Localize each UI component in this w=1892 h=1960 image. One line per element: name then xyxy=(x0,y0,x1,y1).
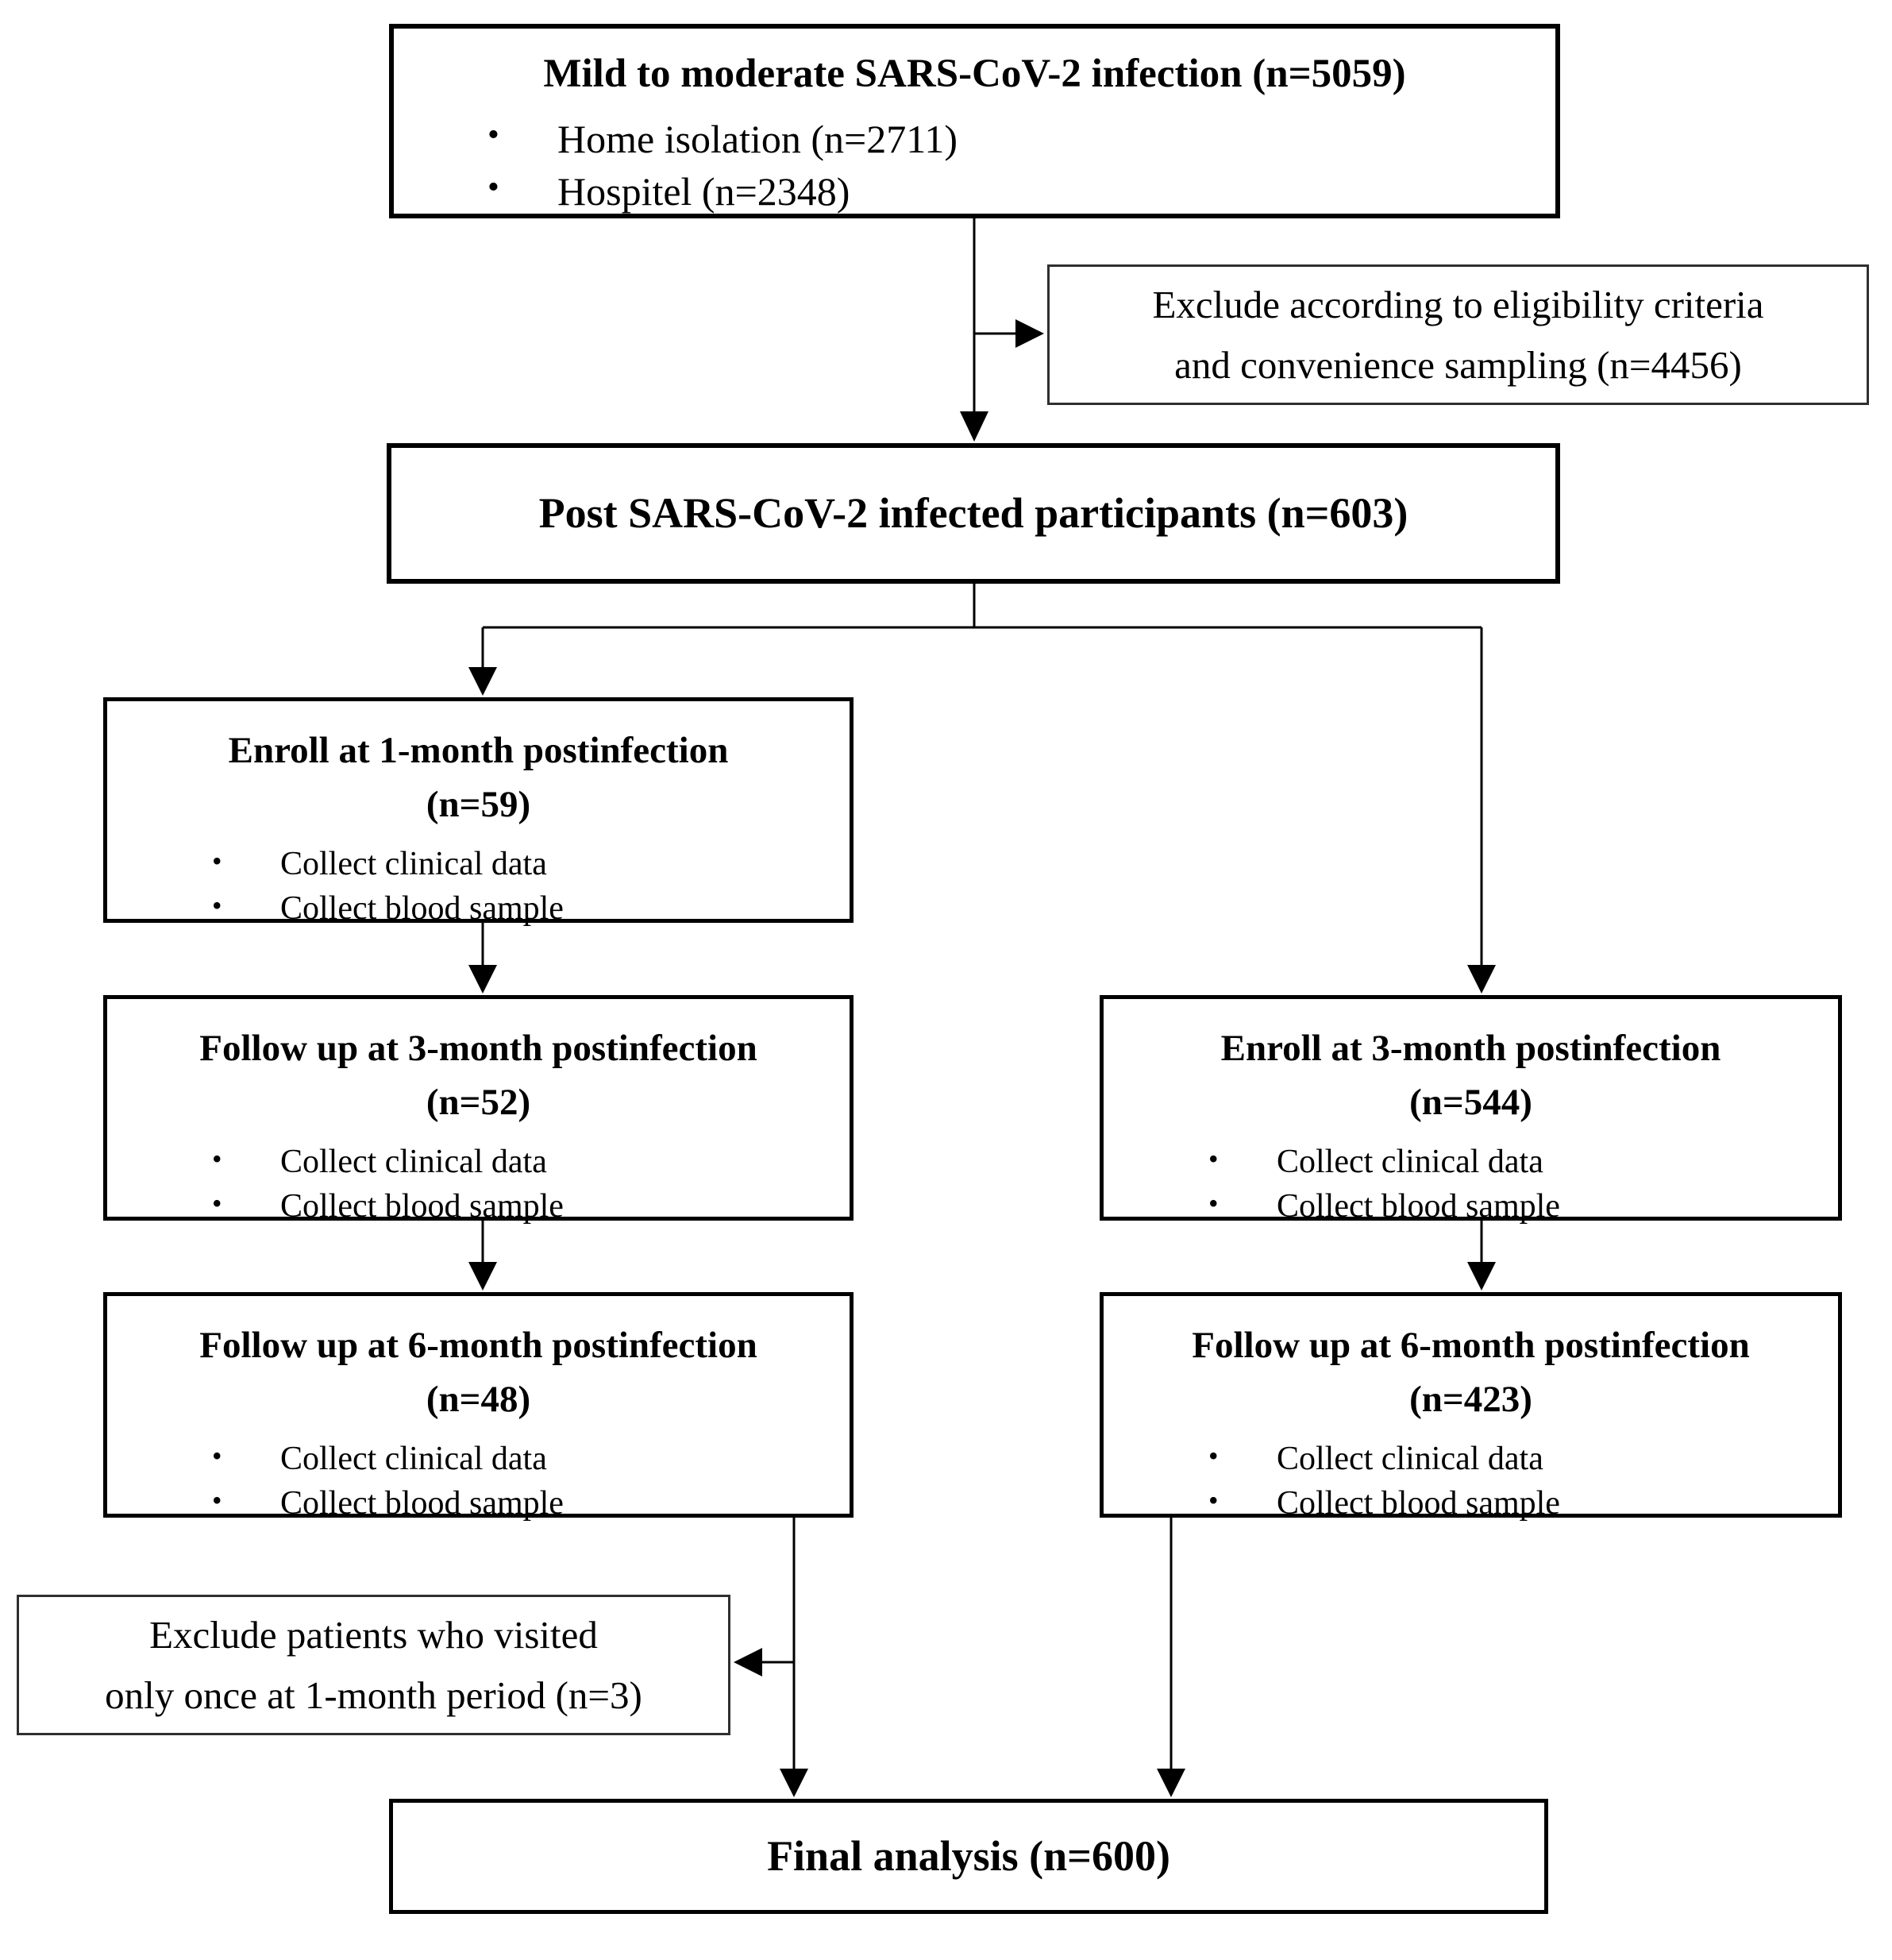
box-enroll-1-month: Enroll at 1-month postinfection (n=59) •… xyxy=(103,697,854,927)
bullet-text: Collect blood sample xyxy=(280,1187,564,1225)
bullet-text: Collect blood sample xyxy=(1277,1187,1560,1225)
box-title: Post SARS-CoV-2 infected participants (n… xyxy=(538,488,1408,537)
bullet-icon: • xyxy=(212,845,222,878)
bullet-text: Collect clinical data xyxy=(280,846,547,883)
box-title: Follow up at 3-month postinfection xyxy=(199,1028,757,1069)
exclude-line-2: only once at 1-month period (n=3) xyxy=(105,1673,642,1717)
bullet-text: Collect clinical data xyxy=(280,1144,547,1181)
list-item: • Collect blood sample xyxy=(1208,1185,1819,1229)
list-item: • Collect clinical data xyxy=(212,843,830,886)
bullet-icon: • xyxy=(212,1484,222,1516)
arrowhead-left-exclude-once xyxy=(734,1648,762,1676)
bullet-icon: • xyxy=(1208,1143,1219,1175)
arrowhead-down-follow-3m xyxy=(468,965,497,994)
box-title: Follow up at 6-month postinfection xyxy=(199,1325,757,1366)
box-count: (n=423) xyxy=(1409,1379,1532,1421)
exclude-line-1: Exclude according to eligibility criteri… xyxy=(1152,282,1764,326)
bullet-text: Hospitel (n=2348) xyxy=(557,168,850,214)
list-item: • Collect clinical data xyxy=(212,1140,830,1184)
box-exclude-single-visit: Exclude patients who visited only once a… xyxy=(17,1595,730,1735)
box-post-infected-participants: Post SARS-CoV-2 infected participants (n… xyxy=(387,443,1560,584)
list-item: • Collect clinical data xyxy=(212,1437,830,1481)
box-final-analysis: Final analysis (n=600) xyxy=(389,1799,1548,1914)
box-title: Mild to moderate SARS-CoV-2 infection (n… xyxy=(543,52,1406,96)
list-item: • Collect clinical data xyxy=(1208,1140,1819,1184)
bullet-text: Collect clinical data xyxy=(1277,1144,1543,1181)
arrowhead-down-final-left xyxy=(780,1769,808,1797)
bullet-icon: • xyxy=(1208,1186,1219,1219)
box-bullet-list: • Collect clinical data • Collect blood sa… xyxy=(126,843,830,931)
bullet-text: Collect blood sample xyxy=(280,889,564,927)
box-bullet-list: • Collect clinical data • Collect blood sa… xyxy=(126,1140,830,1229)
box-follow-up-6-month-right: Follow up at 6-month postinfection (n=42… xyxy=(1100,1292,1842,1522)
bullet-icon: • xyxy=(212,1143,222,1175)
arrowhead-right-exclude-eligibility xyxy=(1015,319,1044,348)
bullet-icon: • xyxy=(212,1186,222,1219)
box-exclude-eligibility: Exclude according to eligibility criteri… xyxy=(1047,264,1869,405)
list-item: • Collect blood sample xyxy=(1208,1482,1819,1526)
exclude-line-1: Exclude patients who visited xyxy=(149,1612,598,1657)
box-text: Exclude patients who visited only once a… xyxy=(105,1605,642,1726)
box-count: (n=59) xyxy=(426,784,531,826)
list-item: • Collect blood sample xyxy=(212,887,830,931)
box-count: (n=52) xyxy=(426,1082,531,1124)
bullet-icon: • xyxy=(1208,1440,1219,1472)
list-item: • Hospitel (n=2348) xyxy=(487,165,1555,218)
box-source-population: Mild to moderate SARS-CoV-2 infection (n… xyxy=(389,24,1560,218)
arrowhead-down-final-right xyxy=(1157,1769,1185,1797)
box-follow-up-6-month-left: Follow up at 6-month postinfection (n=48… xyxy=(103,1292,854,1522)
list-item: • Home isolation (n=2711) xyxy=(487,113,1555,165)
bullet-text: Collect clinical data xyxy=(1277,1441,1543,1478)
arrowhead-down-enroll-1m xyxy=(468,667,497,696)
bullet-icon: • xyxy=(212,889,222,921)
arrowhead-down-follow-6m-left xyxy=(468,1262,497,1291)
bullet-icon: • xyxy=(487,115,499,153)
bullet-text: Collect blood sample xyxy=(280,1484,564,1522)
bullet-icon: • xyxy=(212,1440,222,1472)
list-item: • Collect blood sample xyxy=(212,1185,830,1229)
box-bullet-list: • Collect clinical data • Collect blood sa… xyxy=(1123,1140,1819,1229)
box-count: (n=48) xyxy=(426,1379,531,1421)
box-bullet-list: • Home isolation (n=2711) • Hospitel (n=23… xyxy=(394,113,1555,218)
list-item: • Collect clinical data xyxy=(1208,1437,1819,1481)
box-bullet-list: • Collect clinical data • Collect blood sa… xyxy=(1123,1437,1819,1526)
box-title: Enroll at 1-month postinfection xyxy=(228,730,729,771)
box-enroll-3-month: Enroll at 3-month postinfection (n=544) … xyxy=(1100,995,1842,1225)
box-text: Exclude according to eligibility criteri… xyxy=(1152,275,1763,395)
arrowhead-down-enroll-3m xyxy=(1467,965,1496,994)
box-title: Follow up at 6-month postinfection xyxy=(1192,1325,1750,1366)
box-title: Enroll at 3-month postinfection xyxy=(1220,1028,1721,1069)
arrowhead-down-follow-6m-right xyxy=(1467,1262,1496,1291)
box-bullet-list: • Collect clinical data • Collect blood sa… xyxy=(126,1437,830,1526)
exclude-line-2: and convenience sampling (n=4456) xyxy=(1174,342,1742,387)
bullet-text: Collect clinical data xyxy=(280,1441,547,1478)
bullet-text: Home isolation (n=2711) xyxy=(557,116,958,161)
box-follow-up-3-month: Follow up at 3-month postinfection (n=52… xyxy=(103,995,854,1225)
box-count: (n=544) xyxy=(1409,1082,1532,1124)
bullet-icon: • xyxy=(487,168,499,206)
list-item: • Collect blood sample xyxy=(212,1482,830,1526)
bullet-text: Collect blood sample xyxy=(1277,1484,1560,1522)
bullet-icon: • xyxy=(1208,1484,1219,1516)
box-title: Final analysis (n=600) xyxy=(767,1831,1170,1880)
arrowhead-down-post xyxy=(960,411,988,442)
